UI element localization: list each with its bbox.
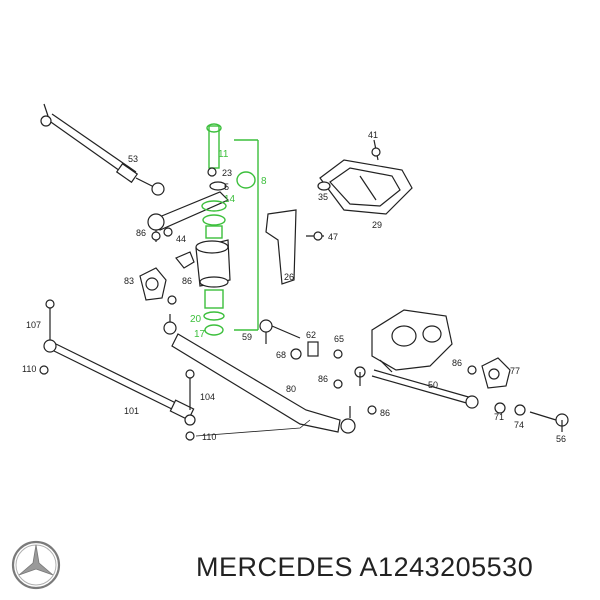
nut-35: [317, 181, 331, 191]
part-number: A1243205530: [359, 552, 534, 582]
nut-68: [290, 348, 302, 360]
bolt-47: [306, 231, 324, 241]
callout-56: 56: [556, 434, 566, 444]
callout-17: 17: [194, 329, 206, 340]
callout-86-b: 86: [182, 276, 192, 286]
nut-23: [207, 167, 217, 177]
leader-110: [195, 419, 311, 437]
mercedes-star-icon: [11, 540, 61, 590]
callout-86-a: 86: [136, 228, 146, 238]
nut-86-mid: [333, 379, 343, 389]
callout-83: 83: [124, 276, 134, 286]
callout-65: 65: [334, 334, 344, 344]
callout-53: 53: [128, 154, 138, 164]
rubber-mount-77: [481, 357, 511, 389]
tie-rod-50: [354, 366, 479, 409]
steering-gear-box: [371, 309, 453, 373]
ball-joint-56: [529, 411, 569, 432]
nut-86-upper: [163, 227, 173, 237]
nut-110-left: [39, 365, 49, 375]
nut-74: [514, 404, 526, 416]
callout-80: 80: [286, 384, 296, 394]
tie-rod-end-59: [259, 319, 301, 344]
callout-41: 41: [368, 130, 378, 140]
part-caption: MERCEDES A1243205530: [196, 552, 533, 583]
callout-62: 62: [306, 330, 316, 340]
callout-47: 47: [328, 232, 338, 242]
callout-74: 74: [514, 420, 524, 430]
callout-110-a: 110: [22, 364, 36, 374]
callout-29: 29: [372, 220, 382, 230]
callout-11: 11: [218, 149, 229, 160]
callout-20: 20: [190, 314, 202, 325]
callout-26: 26: [284, 272, 294, 282]
callout-77: 77: [510, 366, 520, 376]
brand-name: MERCEDES: [196, 552, 354, 582]
nut-86-low: [367, 405, 377, 415]
callout-labels: 53 11 23 5 8 14 41 35 29 86 44 47 26 83 …: [22, 130, 566, 444]
bolt-41: [371, 139, 381, 161]
bushing-62: [307, 341, 319, 357]
idler-arm: [147, 191, 230, 242]
callout-86-e: 86: [380, 408, 390, 418]
callout-86-d: 86: [452, 358, 462, 368]
shield-29: [319, 159, 413, 215]
frame-bracket-26: [265, 209, 297, 285]
callout-35: 35: [318, 192, 328, 202]
highlighted-bushing-stack: [201, 123, 259, 336]
bolt-104: [185, 369, 195, 410]
tie-rod-101: [51, 343, 196, 426]
callout-59: 59: [242, 332, 252, 342]
washer-5: [209, 181, 227, 191]
nut-86-right: [467, 365, 477, 375]
callout-71: 71: [494, 412, 504, 422]
callout-14: 14: [224, 194, 236, 205]
nut-110-lower: [185, 431, 195, 441]
ball-joint-107: [43, 299, 57, 353]
callout-44: 44: [176, 234, 186, 244]
callout-107: 107: [26, 320, 41, 330]
callout-8: 8: [261, 176, 267, 187]
rubber-mount-83: [139, 267, 177, 305]
callout-68: 68: [276, 350, 286, 360]
nut-65: [333, 349, 343, 359]
drag-link-80: [163, 314, 356, 434]
washer-71: [494, 402, 506, 414]
callout-23: 23: [222, 168, 232, 178]
callout-86-c: 86: [318, 374, 328, 384]
callout-104: 104: [200, 392, 215, 402]
callout-50: 50: [428, 380, 438, 390]
callout-110-b: 110: [202, 432, 216, 442]
tie-rod-53: [40, 103, 165, 196]
callout-101: 101: [124, 406, 139, 416]
idler-bracket: [175, 239, 231, 288]
callout-5: 5: [224, 182, 229, 192]
